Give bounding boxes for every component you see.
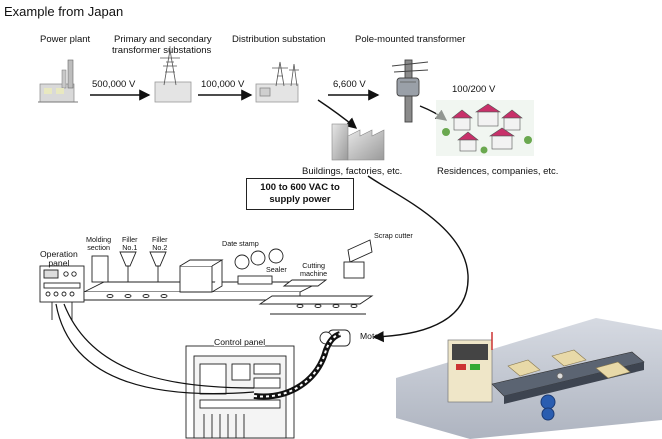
arrow-to-buildings (317, 99, 358, 129)
supply-power-box: 100 to 600 VAC to supply power (246, 178, 354, 210)
label-date-stamp: Date stamp (222, 239, 259, 248)
label-motor: Motor (360, 331, 382, 341)
label-distribution-substation: Distribution substation (232, 34, 326, 45)
supply-box-line2: supply power (269, 194, 331, 205)
distribution-substation-icon (255, 61, 299, 103)
label-operation-panel: Operation panel (40, 249, 78, 268)
label-scrap-cutter: Scrap cutter (374, 231, 413, 240)
primary-substation-icon (154, 46, 192, 103)
power-plant-icon (38, 59, 78, 103)
label-filler-2: Filler No.2 (152, 235, 168, 252)
supply-box-line1: 100 to 600 VAC to (260, 182, 340, 193)
cable-2 (63, 303, 255, 389)
label-control-panel: Control panel (214, 337, 266, 347)
label-sealer: Sealer (266, 265, 287, 274)
label-power-plant: Power plant (40, 34, 91, 45)
label-buildings: Buildings, factories, etc. (302, 166, 403, 177)
label-residences: Residences, companies, etc. (437, 166, 559, 177)
label-filler-1: Filler No.1 (122, 235, 138, 252)
label-substations-line1: Primary and secondary (114, 34, 212, 45)
factory-floor-scene (396, 318, 662, 439)
voltage-500kv: 500,000 V (92, 79, 136, 90)
label-substations-line2: transformer substations (112, 45, 212, 56)
control-panel-cabinet (185, 345, 295, 439)
label-molding-section: Molding section (86, 235, 112, 252)
cable-1 (55, 303, 255, 395)
page-title: Example from Japan (4, 4, 124, 19)
supply-wire-arrow (367, 175, 469, 343)
voltage-100kv: 100,000 V (201, 79, 245, 90)
motor-cable-stripe (253, 333, 341, 398)
pole-transformer-icon (391, 59, 429, 123)
label-pole-transformer: Pole-mounted transformer (355, 34, 466, 45)
label-cutting-machine: Cutting machine (300, 261, 328, 278)
voltage-100-200v: 100/200 V (452, 84, 496, 95)
factory-icon (331, 123, 385, 161)
voltage-6600v: 6,600 V (333, 79, 366, 90)
residences-icon (436, 100, 534, 156)
packaging-machine-drawing (39, 239, 374, 347)
